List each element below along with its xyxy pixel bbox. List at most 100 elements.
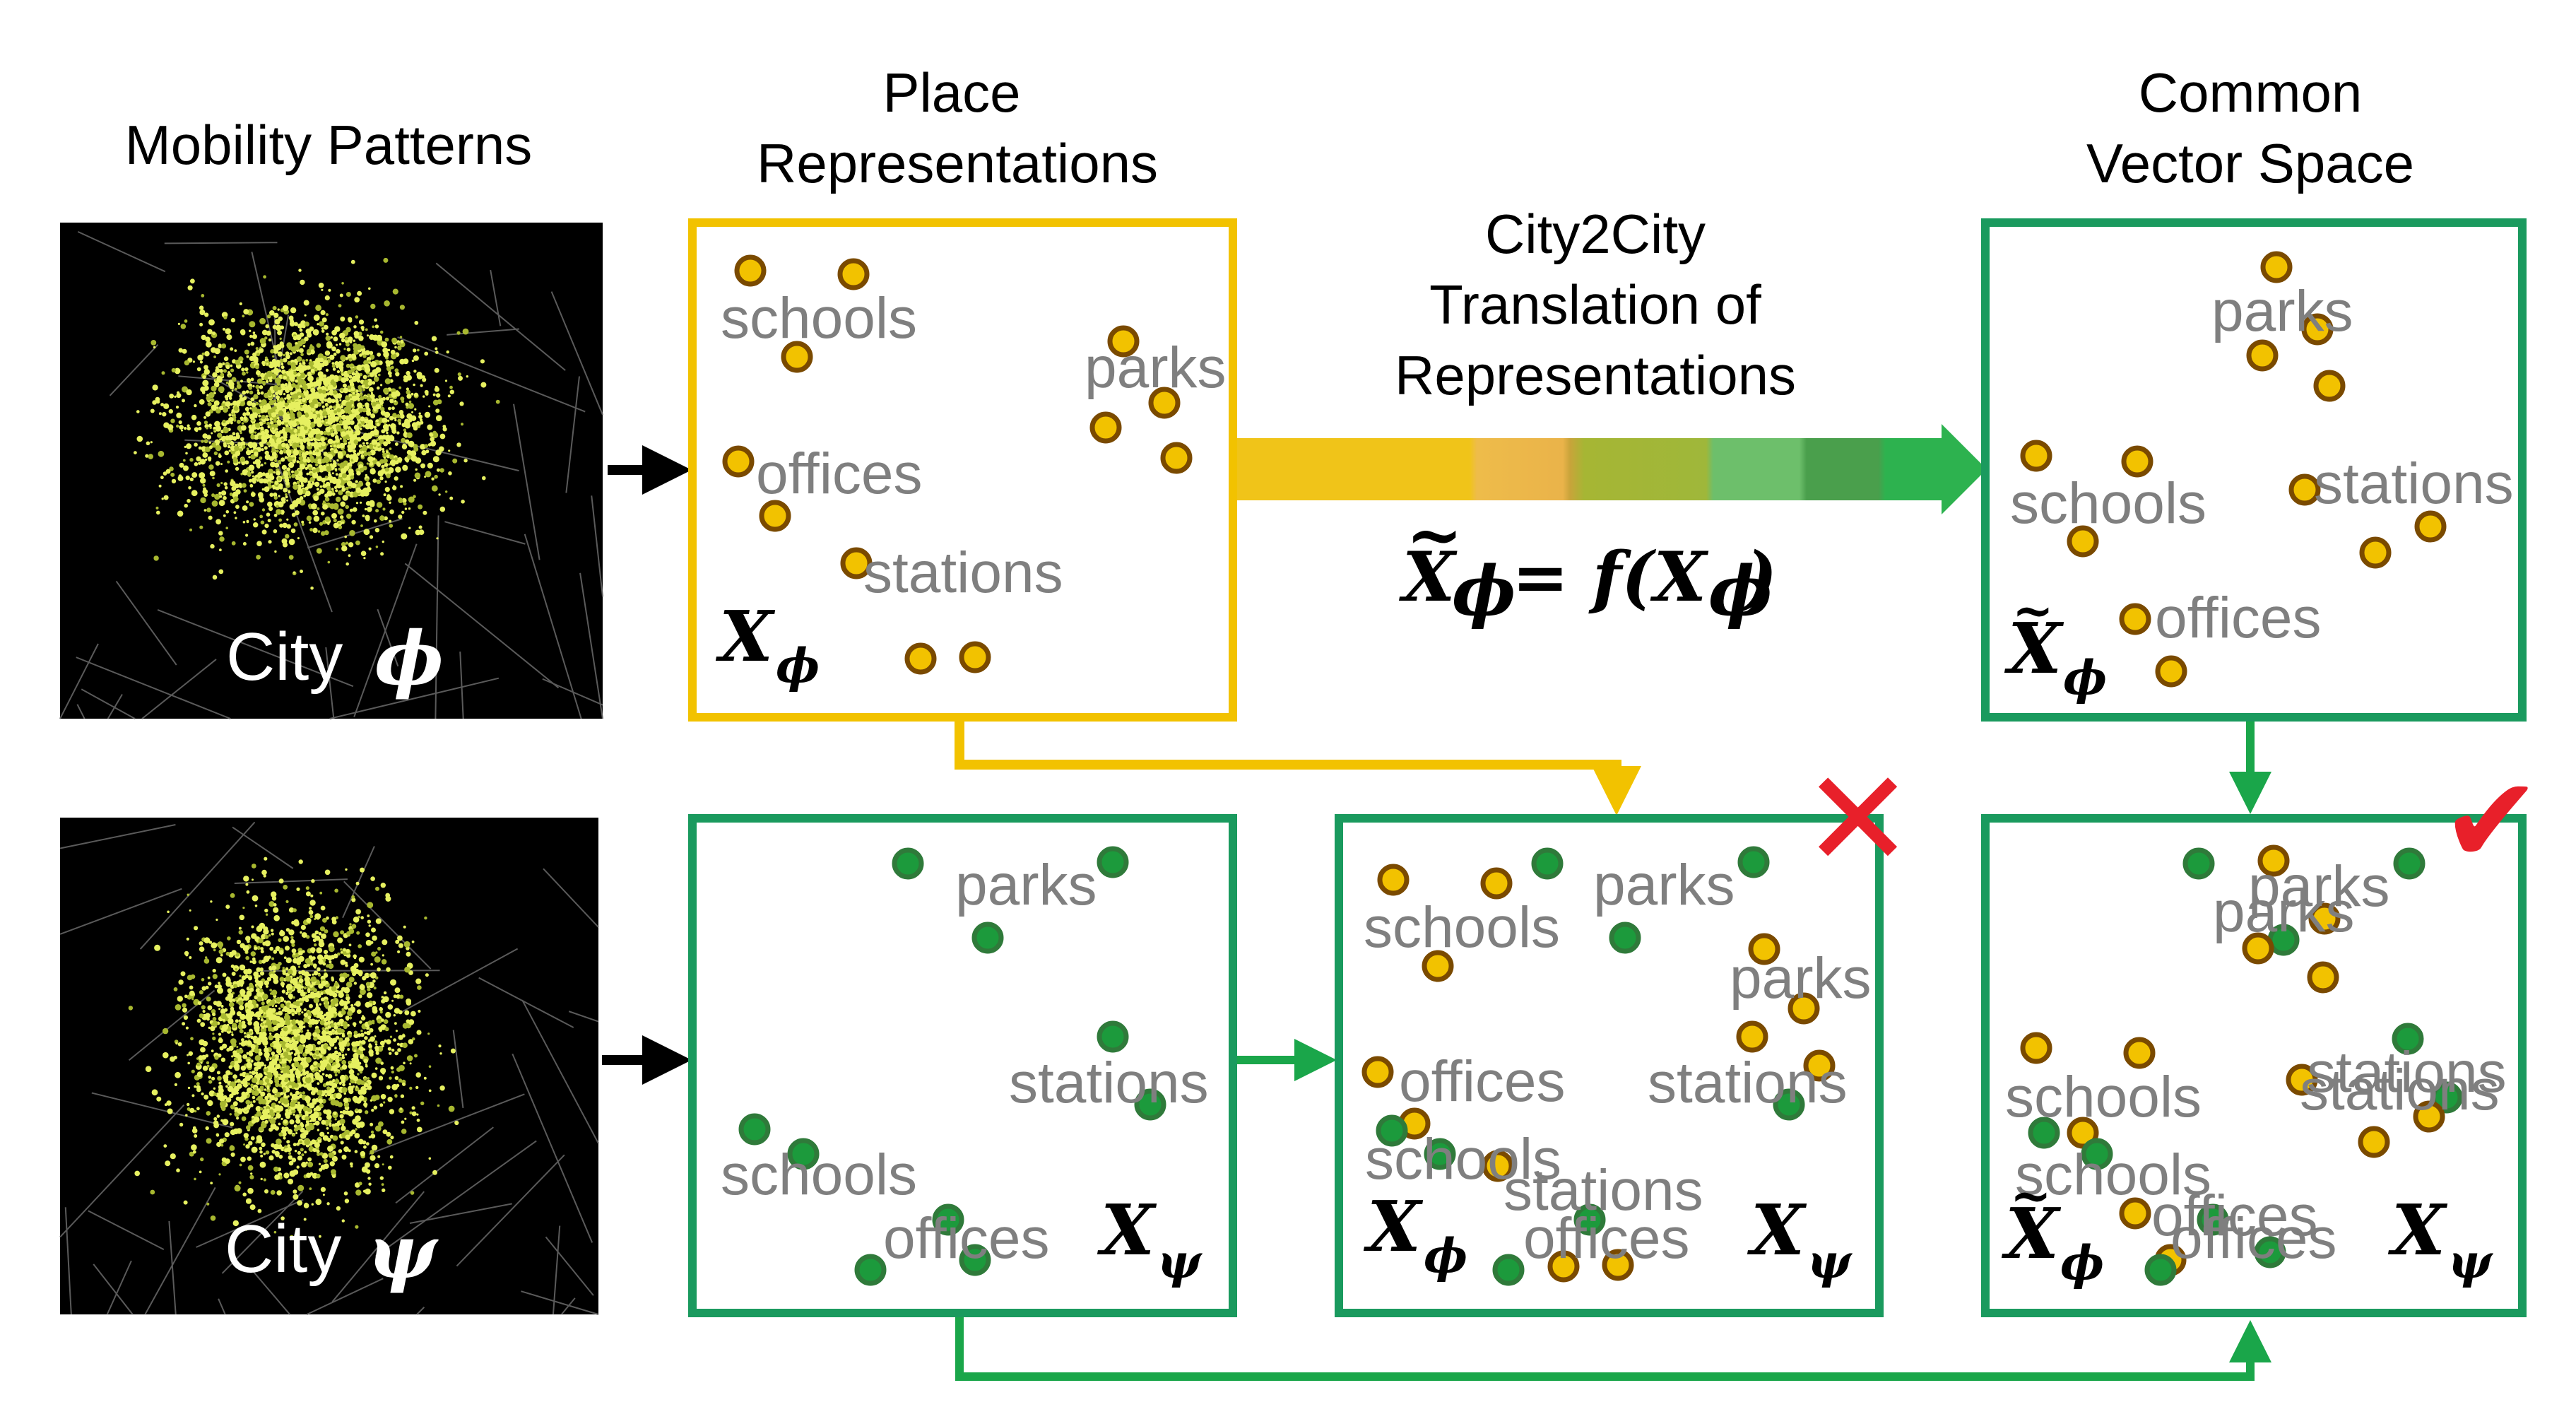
mobility-point (377, 352, 382, 357)
mobility-point (321, 288, 324, 291)
mobility-point (300, 460, 304, 464)
mobility-point (334, 1118, 337, 1121)
mobility-point (301, 1011, 304, 1014)
mobility-point (316, 449, 319, 453)
mobility-point (199, 1013, 204, 1018)
mobility-point (313, 404, 319, 408)
mobility-point (415, 1085, 419, 1090)
mobility-point (384, 337, 389, 342)
mobility-point (315, 433, 321, 440)
mobility-point (268, 338, 272, 342)
mobility-point (272, 324, 277, 329)
mobility-point (274, 1174, 280, 1180)
mobility-point (309, 476, 315, 483)
mobility-point (317, 954, 324, 960)
mobility-point (349, 1016, 353, 1020)
mobility-point (246, 1061, 253, 1068)
mobility-point (317, 1047, 322, 1051)
mobility-point (205, 1126, 209, 1131)
mobility-point (244, 1084, 248, 1088)
mobility-point (326, 1020, 331, 1025)
mobility-point (367, 381, 372, 386)
mobility-point (238, 1049, 244, 1054)
mobility-point (400, 339, 404, 344)
mobility-point (200, 478, 206, 484)
mobility-point (278, 518, 282, 522)
mobility-point (238, 483, 242, 486)
mobility-point (265, 415, 268, 418)
mobility-point (245, 534, 249, 537)
mobility-point (369, 461, 374, 466)
mobility-point (351, 897, 356, 902)
mobility-point (389, 519, 392, 523)
mobility-point (342, 495, 348, 501)
mobility-point (271, 1150, 276, 1154)
mobility-point (275, 377, 281, 384)
mobility-point (394, 368, 399, 372)
mobility-point (331, 1124, 336, 1127)
mobility-point (247, 1087, 253, 1093)
mobility-point (225, 905, 230, 909)
mobility-point (221, 1030, 224, 1033)
mobility-point (335, 489, 338, 493)
mobility-point (305, 1131, 307, 1134)
road-line (325, 647, 335, 719)
mobility-point (399, 1107, 403, 1110)
mobility-point (169, 466, 174, 471)
mobility-point (280, 341, 283, 344)
mobility-point (414, 321, 419, 325)
mobility-point (223, 407, 228, 413)
mobility-point (353, 1056, 359, 1063)
mobility-point (274, 550, 277, 553)
mobility-point (203, 1095, 209, 1100)
mobility-point (252, 331, 256, 334)
mobility-point (271, 1051, 276, 1056)
mobility-point (328, 1152, 335, 1158)
mobility-point (418, 504, 423, 510)
mobility-point (401, 497, 407, 503)
mobility-point (251, 925, 254, 929)
mobility-point (318, 1136, 321, 1140)
mobility-point (245, 1100, 251, 1105)
mobility-point (370, 972, 377, 979)
mobility-point (383, 1019, 389, 1024)
mobility-point (450, 1048, 456, 1054)
mobility-point (230, 1129, 236, 1136)
mobility-point (365, 478, 370, 482)
mobility-point (356, 394, 360, 398)
mobility-point (284, 478, 290, 483)
mobility-point (276, 1190, 283, 1196)
mobility-point (294, 344, 300, 351)
mobility-point (339, 399, 342, 401)
mobility-point (398, 514, 403, 519)
mobility-point (293, 920, 300, 926)
mobility-point (350, 387, 355, 391)
mobility-point (253, 1039, 258, 1044)
mobility-point (326, 466, 331, 471)
road-line (478, 977, 574, 1028)
mobility-point (203, 420, 208, 425)
mobility-point (379, 476, 384, 481)
mobility-point (341, 1051, 344, 1053)
road-line (416, 1307, 425, 1315)
mobility-point (276, 414, 279, 418)
mobility-point (267, 1008, 273, 1014)
mobility-point (228, 371, 230, 375)
mobility-point (382, 417, 388, 424)
mobility-point (327, 1146, 333, 1152)
mobility-point (266, 1088, 271, 1093)
mobility-point (348, 441, 350, 444)
mobility-point (317, 507, 320, 511)
mobility-point (309, 907, 312, 910)
mobility-point (345, 1134, 350, 1141)
mobility-point (351, 1129, 355, 1133)
mobility-point (432, 393, 436, 396)
mobility-point (211, 385, 217, 391)
mobility-point (326, 916, 329, 919)
mobility-point (308, 428, 312, 432)
mobility-point (280, 449, 283, 453)
mobility-point (269, 1000, 276, 1006)
mobility-point (379, 1040, 385, 1046)
mobility-point (382, 450, 385, 454)
mobility-point (280, 365, 285, 370)
